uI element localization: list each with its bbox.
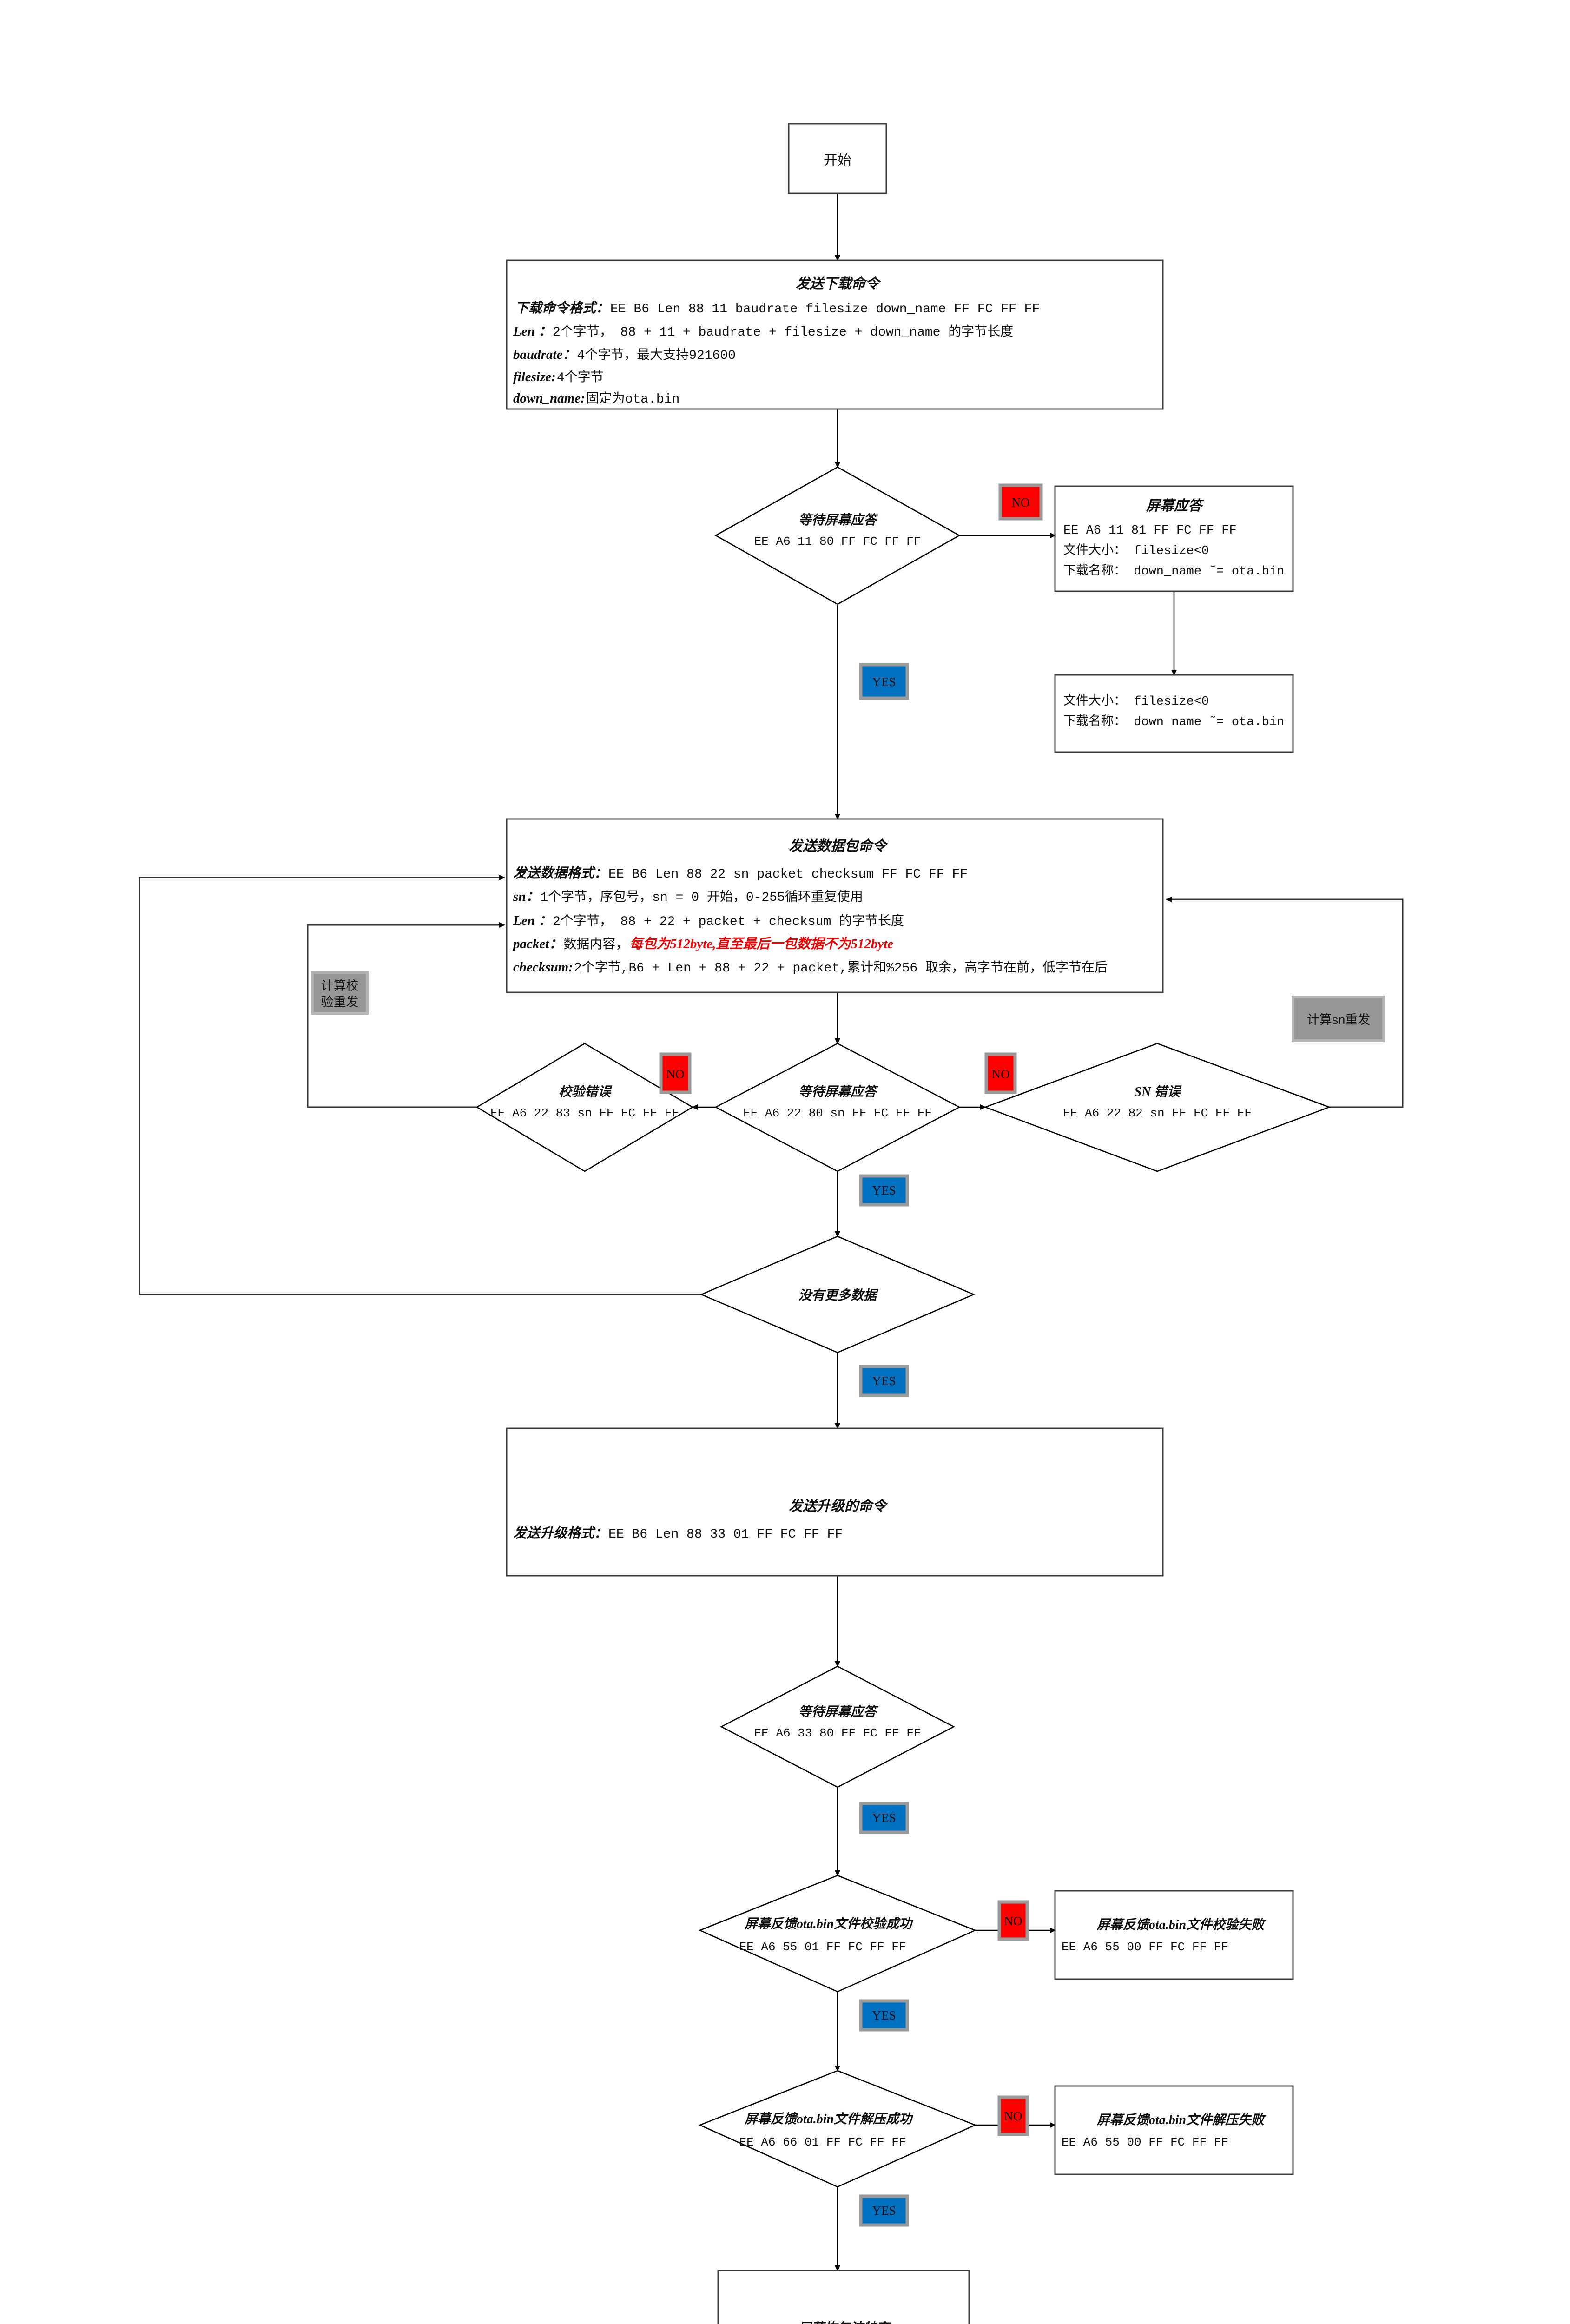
wait-reply-3-title: 等待屏幕应答 (798, 1704, 879, 1719)
screen-reply-line-2: 下载名称： down_name ˜= ota.bin (1063, 563, 1284, 579)
node-send-upgrade-command[interactable]: 发送升级的命令 发送升级格式：EE B6 Len 88 33 01 FF FC … (506, 1427, 1164, 1577)
badge-yes-3: YES (859, 1365, 909, 1397)
screen-reply-title: 屏幕应答 (1146, 498, 1204, 514)
badge-no-5-label: NO (1004, 2109, 1022, 2123)
download-line-3: filesize:4个字节 (513, 370, 604, 385)
send-data-title: 发送数据包命令 (789, 838, 888, 854)
verify-fail-title: 屏幕反馈ota.bin文件校验失败 (1096, 1917, 1266, 1932)
unzip-ok-code: EE A6 66 01 FF FC FF FF (739, 2135, 906, 2149)
download-line-4: down_name:固定为ota.bin (513, 391, 679, 407)
unzip-fail-title: 屏幕反馈ota.bin文件解压失败 (1096, 2113, 1266, 2127)
checksum-error-title: 校验错误 (559, 1084, 613, 1099)
checksum-error-code: EE A6 22 83 sn FF FC FF FF (490, 1106, 679, 1120)
badge-no-4-label: NO (1004, 1914, 1022, 1928)
badge-yes-1: YES (859, 663, 909, 700)
connector-sn-error-loopback (1166, 897, 1404, 1108)
send-upgrade-title: 发送升级的命令 (789, 1498, 888, 1514)
unzip-fail-code: EE A6 55 00 FF FC FF FF (1062, 2135, 1228, 2149)
badge-no-3: NO (984, 1052, 1017, 1094)
node-restore-baudrate[interactable]: 屏幕恢复波特率 (717, 2270, 970, 2324)
badge-yes-4: YES (859, 1802, 909, 1834)
verify-fail-code: EE A6 55 00 FF FC FF FF (1062, 1940, 1228, 1954)
download-line-2: baudrate：4个字节，最大支持921600 (513, 347, 736, 363)
sn-error-code: EE A6 22 82 sn FF FC FF FF (1063, 1106, 1252, 1120)
connector-checksum-error-loopback (307, 922, 505, 1108)
wait-reply-2-code: EE A6 22 80 sn FF FC FF FF (743, 1106, 932, 1120)
badge-yes-6: YES (859, 2194, 909, 2227)
upgrade-line-0: 发送升级格式：EE B6 Len 88 33 01 FF FC FF FF (513, 1525, 843, 1542)
node-send-download-title: 发送下载命令 (796, 276, 881, 291)
node-wait-reply-1[interactable]: 等待屏幕应答 EE A6 11 80 FF FC FF FF (714, 466, 961, 605)
download-line-0: 下载命令格式：EE B6 Len 88 11 baudrate filesize… (515, 300, 1040, 317)
badge-yes-2: YES (859, 1174, 909, 1207)
node-unzip-ok[interactable]: 屏幕反馈ota.bin文件解压成功 EE A6 66 01 FF FC FF F… (698, 2070, 977, 2188)
badge-no-2-label: NO (666, 1067, 685, 1081)
badge-no-4: NO (997, 1900, 1029, 1941)
node-checksum-error[interactable]: 校验错误 EE A6 22 83 sn FF FC FF FF (475, 1043, 694, 1172)
senddata-line-4: checksum:2个字节,B6 + Len + 88 + 22 + packe… (513, 960, 1108, 976)
sn-error-title: SN 错误 (1135, 1084, 1182, 1099)
badge-yes-1-label: YES (872, 675, 896, 689)
wait-reply-3-code: EE A6 33 80 FF FC FF FF (754, 1726, 921, 1740)
badge-no-2: NO (659, 1052, 692, 1094)
badge-no-3-label: NO (992, 1067, 1010, 1081)
download-line-1: Len ：2个字节， 88 + 11 + baudrate + filesize… (513, 324, 1013, 340)
connector-nomore-loopback (139, 875, 739, 1295)
badge-no-1-label: NO (1012, 495, 1030, 509)
node-verify-ok[interactable]: 屏幕反馈ota.bin文件校验成功 EE A6 55 01 FF FC FF F… (698, 1875, 977, 1993)
badge-yes-6-label: YES (872, 2204, 896, 2218)
senddata-line-2: Len ：2个字节， 88 + 22 + packet + checksum 的… (513, 913, 904, 929)
badge-yes-3-label: YES (872, 1374, 896, 1388)
badge-no-1: NO (998, 483, 1043, 521)
senddata-line-1: sn：1个字节，序包号，sn = 0 开始，0-255循环重复使用 (513, 889, 863, 905)
badge-yes-5: YES (859, 1999, 909, 2032)
node-wait-reply-2[interactable]: 等待屏幕应答 EE A6 22 80 sn FF FC FF FF (714, 1043, 961, 1172)
verify-ok-title: 屏幕反馈ota.bin文件校验成功 (744, 1916, 914, 1931)
recalc-sn-label: 计算sn重发 (1307, 1013, 1371, 1027)
screen-reply-detail-line-0: 文件大小： filesize<0 (1063, 693, 1209, 709)
node-start-label: 开始 (824, 153, 851, 168)
node-unzip-fail[interactable]: 屏幕反馈ota.bin文件解压失败 EE A6 55 00 FF FC FF F… (1054, 2085, 1294, 2175)
senddata-line-0: 发送数据格式：EE B6 Len 88 22 sn packet checksu… (513, 865, 968, 882)
badge-yes-4-label: YES (872, 1811, 896, 1825)
badge-yes-2-label: YES (872, 1183, 896, 1197)
wait-reply-2-title: 等待屏幕应答 (798, 1084, 879, 1099)
node-recalc-sn[interactable]: 计算sn重发 (1292, 996, 1385, 1042)
node-verify-fail[interactable]: 屏幕反馈ota.bin文件校验失败 EE A6 55 00 FF FC FF F… (1054, 1890, 1294, 1980)
node-no-more-data[interactable]: 没有更多数据 (699, 1235, 976, 1353)
node-screen-reply[interactable]: 屏幕应答 EE A6 11 81 FF FC FF FF 文件大小： files… (1054, 485, 1294, 592)
wait-reply-1-code: EE A6 11 80 FF FC FF FF (754, 535, 921, 548)
node-start[interactable]: 开始 (788, 123, 887, 194)
node-sn-error[interactable]: SN 错误 EE A6 22 82 sn FF FC FF FF (983, 1043, 1331, 1172)
senddata-line-3: packet：数据内容，每包为512byte,直至最后一包数据不为512byte (512, 936, 893, 952)
node-recalc-checksum[interactable]: 计算校 验重发 (311, 971, 369, 1015)
verify-ok-code: EE A6 55 01 FF FC FF FF (739, 1940, 906, 1954)
node-wait-reply-3[interactable]: 等待屏幕应答 EE A6 33 80 FF FC FF FF (720, 1665, 955, 1788)
node-send-download-command[interactable]: 发送下载命令 下载命令格式：EE B6 Len 88 11 baudrate f… (506, 259, 1164, 410)
node-screen-reply-detail[interactable]: 文件大小： filesize<0 下载名称： down_name ˜= ota.… (1054, 674, 1294, 753)
wait-reply-1-title: 等待屏幕应答 (798, 513, 879, 528)
badge-no-5: NO (997, 2095, 1029, 2136)
node-send-data-command[interactable]: 发送数据包命令 发送数据格式：EE B6 Len 88 22 sn packet… (506, 818, 1164, 993)
recalc-checksum-line2: 验重发 (321, 995, 359, 1009)
no-more-data-title: 没有更多数据 (798, 1288, 879, 1303)
restore-baud-title: 屏幕恢复波特率 (798, 2321, 891, 2324)
badge-yes-5-label: YES (872, 2008, 896, 2022)
unzip-ok-title: 屏幕反馈ota.bin文件解压成功 (744, 2112, 914, 2126)
screen-reply-line-0: EE A6 11 81 FF FC FF FF (1063, 524, 1237, 538)
screen-reply-detail-line-1: 下载名称： down_name ˜= ota.bin (1063, 714, 1284, 729)
recalc-checksum-line1: 计算校 (321, 979, 359, 993)
screen-reply-line-1: 文件大小： filesize<0 (1063, 543, 1209, 558)
